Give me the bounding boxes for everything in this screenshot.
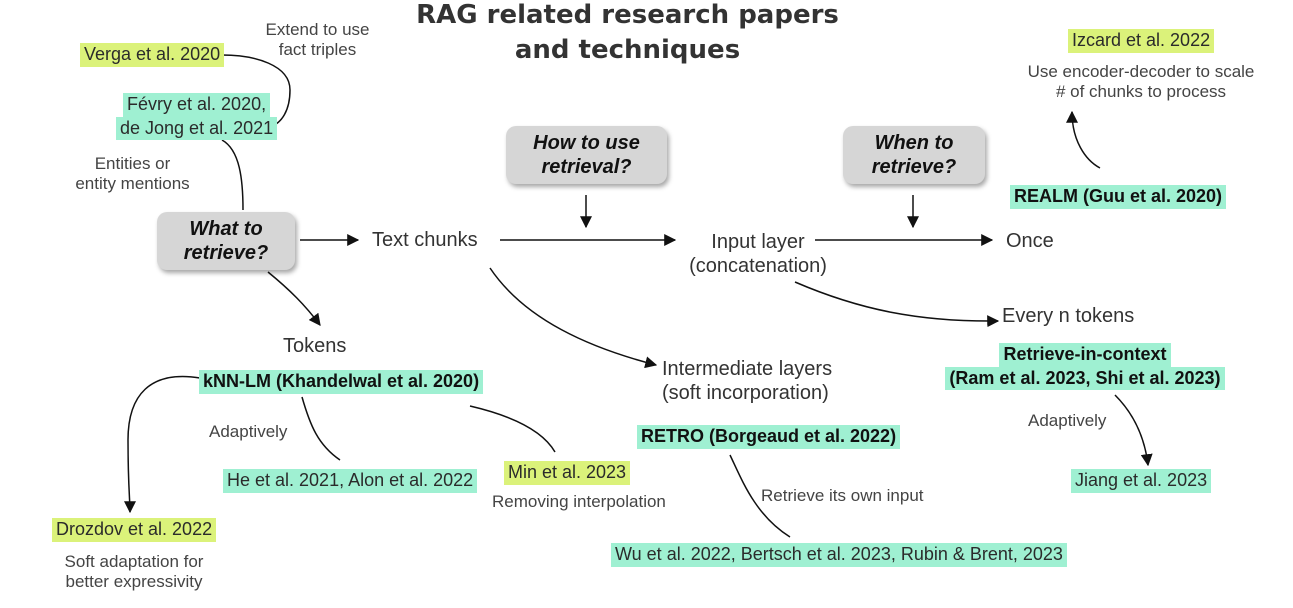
entities-line-1: Entities or [94,154,171,173]
diagram-title: RAG related research papers and techniqu… [405,0,850,66]
title-line-2: and techniques [514,35,741,66]
note-encoder-decoder: Use encoder-decoder to scale # of chunks… [1010,62,1272,103]
arrow-ric-to-jiang [1114,394,1153,467]
input-layer-line-1: Input layer [711,231,805,253]
paper-verga-2020: Verga et al. 2020 [80,43,225,67]
note-entities: Entities or entity mentions [60,154,205,195]
node-tokens: Tokens [283,335,347,357]
title-line-1: RAG related research papers [416,0,839,30]
node-every-n-tokens: Every n tokens [1002,305,1135,327]
note-soft-adaptation: Soft adaptation for better expressivity [48,552,220,593]
how-to-use-retrieval-box: How to use retrieval? [506,126,667,184]
arrow-input-layer-to-every-n [794,281,1000,328]
node-intermediate-layers: Intermediate layers (soft incorporation) [662,357,832,405]
ric-line-1: Retrieve-in-context [999,343,1171,367]
paper-realm: REALM (Guu et al. 2020) [1010,185,1227,209]
paper-drozdov-2022: Drozdov et al. 2022 [52,518,217,542]
what-line-2: retrieve? [183,242,269,264]
what-to-retrieve-box: What to retrieve? [157,212,295,270]
encoder-line-2: # of chunks to process [1055,82,1227,102]
node-once: Once [1006,230,1054,252]
arrow-knn-to-drozdov [123,375,201,514]
paper-izcard-2022: Izcard et al. 2022 [1068,29,1215,53]
paper-jiang-2023: Jiang et al. 2023 [1071,469,1212,493]
paper-fevry-dejong: Févry et al. 2020, de Jong et al. 2021 [116,93,278,141]
when-to-retrieve-box: When to retrieve? [843,126,985,184]
intermediate-line-1: Intermediate layers [662,358,833,380]
curve-knn-to-min [469,405,556,453]
curve-knn-to-he-alon [301,396,341,461]
paper-knn-lm: kNN-LM (Khandelwal et al. 2020) [199,370,484,394]
arrow-text-chunks-to-intermediate [489,267,658,369]
paper-retrieve-in-context: Retrieve-in-context (Ram et al. 2023, Sh… [940,343,1230,391]
encoder-line-1: Use encoder-decoder to scale [1027,62,1255,81]
paper-wu-bertsch-rubin: Wu et al. 2022, Bertsch et al. 2023, Rub… [611,543,1067,567]
arrow-realm-to-izcard [1066,110,1101,169]
note-extend-fact-triples: Extend to use fact triples [250,20,385,61]
paper-min-2023: Min et al. 2023 [504,461,631,485]
extend-line-2: fact triples [278,40,357,60]
note-removing-interpolation: Removing interpolation [492,492,666,511]
curve-what-to-fevry [221,139,244,211]
what-line-1: What to [189,218,263,240]
note-adaptively-ric: Adaptively [1028,411,1107,430]
curve-retro-to-wu [729,454,791,538]
fevry-line-1: Févry et al. 2020, [123,93,271,117]
soft-line-1: Soft adaptation for [64,552,204,571]
paper-retro: RETRO (Borgeaud et al. 2022) [637,425,901,449]
when-line-1: When to [874,132,954,154]
arrow-what-to-tokens [267,271,321,326]
node-text-chunks: Text chunks [372,229,478,251]
input-layer-line-2: (concatenation) [689,255,827,277]
paper-he-alon: He et al. 2021, Alon et al. 2022 [223,469,478,493]
note-adaptively-knn: Adaptively [209,422,288,441]
how-line-1: How to use [533,132,640,154]
ric-line-2: (Ram et al. 2023, Shi et al. 2023) [945,366,1225,391]
extend-line-1: Extend to use [265,20,370,39]
note-retrieve-own-input: Retrieve its own input [761,486,924,505]
intermediate-line-2: (soft incorporation) [662,382,829,404]
curve-verga-fact-triples [221,54,291,128]
when-line-2: retrieve? [871,156,957,178]
node-input-layer: Input layer (concatenation) [658,230,858,278]
fevry-line-2: de Jong et al. 2021 [116,116,278,141]
entities-line-2: entity mentions [75,174,190,194]
how-line-2: retrieval? [541,156,632,178]
soft-line-2: better expressivity [65,572,203,592]
